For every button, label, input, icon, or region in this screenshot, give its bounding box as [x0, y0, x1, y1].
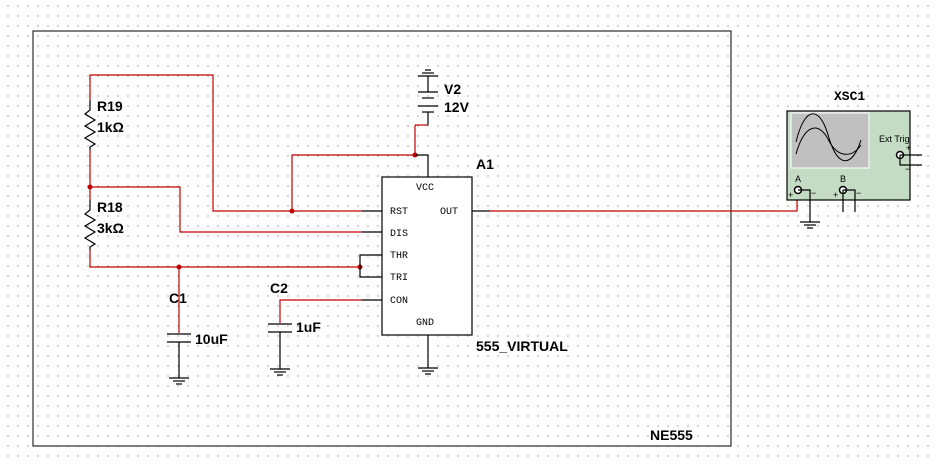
wire-vcc-rst [291, 125, 416, 211]
resistor-r18[interactable]: R18 3kΩ [83, 199, 124, 250]
oscilloscope-xsc1[interactable]: XSC1 Ext Trig A B + − + − + − [786, 89, 922, 229]
ground-icon [418, 69, 438, 77]
channel-b-minus: − [856, 188, 861, 198]
pin-tri: TRI [390, 273, 408, 284]
pin-thr: THR [390, 251, 408, 262]
capacitor-c1[interactable]: C1 10uF [167, 290, 228, 385]
pin-dis: DIS [390, 229, 408, 240]
pin-con: CON [390, 296, 408, 307]
r19-value: 1kΩ [97, 119, 124, 135]
channel-a-plus: + [788, 190, 793, 200]
pin-gnd: GND [416, 318, 434, 329]
pin-rst: RST [390, 207, 408, 218]
c1-ref: C1 [169, 290, 187, 306]
a1-ref: A1 [476, 156, 494, 172]
ground-icon [800, 221, 820, 229]
ground-icon [418, 367, 438, 375]
timer-555-a1[interactable]: VCC RST OUT DIS THR TRI CON GND A1 555_V… [359, 154, 568, 375]
ground-icon [169, 377, 189, 385]
a1-model: 555_VIRTUAL [476, 338, 568, 354]
wire-dis [90, 186, 362, 233]
c2-ref: C2 [270, 280, 288, 296]
v2-ref: V2 [444, 81, 461, 97]
wire-con-c2 [279, 299, 362, 323]
xsc1-ref: XSC1 [834, 89, 865, 104]
junctions [87, 152, 418, 270]
channel-b-label: B [840, 174, 846, 184]
r18-value: 3kΩ [97, 220, 124, 236]
capacitor-c2[interactable]: C2 1uF [268, 280, 321, 376]
c1-value: 10uF [195, 331, 228, 347]
r18-ref: R18 [97, 199, 123, 215]
wire-r19-rst [89, 74, 362, 212]
c2-value: 1uF [296, 319, 321, 335]
channel-a-minus: − [811, 188, 816, 198]
v2-value: 12V [444, 99, 470, 115]
r19-ref: R19 [97, 98, 123, 114]
wires[interactable] [89, 74, 798, 333]
dc-source-v2[interactable]: V2 12V [415, 69, 470, 126]
channel-a-label: A [795, 174, 801, 184]
pin-out: OUT [440, 207, 458, 218]
ground-icon [270, 368, 290, 376]
ext-trig-minus: − [905, 164, 910, 174]
waveform-icon [795, 113, 862, 162]
scope-screen [790, 112, 870, 169]
frame-title: NE555 [650, 427, 693, 443]
ext-trig-label: Ext Trig [879, 134, 910, 144]
sheet-frame [32, 30, 732, 447]
ext-trig-plus: + [906, 143, 911, 153]
wire-out-scope [490, 195, 798, 212]
resistor-r19[interactable]: R19 1kΩ [83, 98, 124, 150]
pin-vcc: VCC [416, 183, 434, 194]
channel-b-plus: + [833, 190, 838, 200]
wire-thr-tri [89, 250, 360, 268]
